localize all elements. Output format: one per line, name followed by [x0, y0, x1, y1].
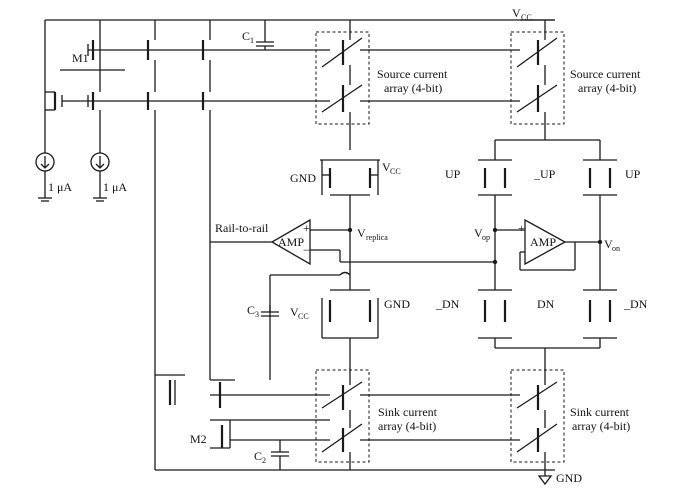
replica-lower-switch — [321, 289, 379, 375]
up-right-label: UP — [625, 167, 641, 181]
amp-left-plus: + — [303, 221, 310, 235]
m1-label: M1 — [72, 51, 89, 65]
vcc-lower-label: V — [290, 305, 299, 319]
capacitor-c2 — [271, 440, 289, 470]
c2-subscript: 2 — [262, 456, 266, 465]
gnd-rail-bottom — [155, 469, 555, 486]
bias-mirror-m2 — [155, 374, 520, 449]
source-array-right-box — [510, 31, 565, 125]
amp-right — [495, 218, 600, 271]
node-von — [597, 239, 603, 245]
bias-current-left: 1 μA — [48, 180, 72, 194]
source-array-left-line2: array (4-bit) — [384, 81, 442, 95]
source-array-left-transistors — [321, 20, 363, 150]
capacitor-c1 — [256, 20, 274, 50]
sink-array-right-transistors — [516, 375, 558, 470]
vreplica-label: V — [357, 226, 366, 240]
mirror-columns — [140, 20, 520, 470]
capacitor-c3 — [261, 305, 279, 317]
dn-bar-left-label: _DN — [435, 297, 460, 311]
dn-switches — [478, 289, 617, 375]
m2-label: M2 — [190, 432, 207, 446]
amp-right-plus: + — [518, 221, 525, 235]
sink-array-right-line2: array (4-bit) — [572, 419, 630, 433]
von-label: V — [604, 237, 613, 251]
up-switches — [478, 139, 617, 290]
vcc-top-subscript: CC — [521, 13, 532, 22]
source-array-left-box — [315, 31, 370, 125]
dn-mid-label: DN — [537, 297, 555, 311]
dn-bar-right-label: _DN — [623, 297, 648, 311]
source-array-left-line1: Source current — [377, 67, 448, 81]
vreplica-subscript: replica — [366, 233, 388, 242]
c2-label: C — [254, 449, 262, 463]
vcc-upper-subscript: CC — [390, 167, 401, 176]
vop-subscript: op — [482, 233, 490, 242]
c3-subscript: 3 — [255, 310, 259, 319]
vcc-upper-label: V — [382, 160, 391, 174]
vcc-lower-subscript: CC — [298, 312, 309, 321]
vop-label: V — [474, 226, 483, 240]
bias-current-right: 1 μA — [103, 180, 127, 194]
replica-upper-switch — [320, 159, 380, 290]
sink-array-left-line1: Sink current — [378, 405, 438, 419]
amp-left-minus: − — [303, 243, 310, 257]
c1-label: C — [242, 29, 250, 43]
bias-mirror-m1 — [44, 20, 140, 150]
sink-array-right-box — [510, 369, 565, 463]
gnd-upper-label: GND — [290, 171, 316, 185]
source-array-right-line1: Source current — [570, 67, 641, 81]
source-array-right-line2: array (4-bit) — [578, 81, 636, 95]
sink-array-right-line1: Sink current — [570, 405, 630, 419]
rail-to-rail-label: Rail-to-rail — [215, 221, 269, 235]
c3-label: C — [247, 303, 255, 317]
sink-array-left-box — [315, 369, 370, 463]
current-source-right — [90, 150, 110, 202]
sink-array-left-line2: array (4-bit) — [378, 419, 436, 433]
node-vreplica — [347, 227, 353, 233]
up-bar-label: _UP — [533, 167, 556, 181]
amp-left — [210, 218, 495, 380]
vcc-top-label: V — [512, 6, 521, 20]
c1-subscript: 1 — [250, 36, 254, 45]
amp-right-label: AMP — [530, 235, 556, 249]
current-source-left — [35, 150, 55, 202]
node-vop-feedback — [492, 259, 498, 265]
von-subscript: on — [612, 244, 620, 253]
source-array-right-transistors — [516, 20, 558, 140]
node-vop — [492, 227, 498, 233]
gnd-lower-label: GND — [384, 297, 410, 311]
amp-left-label: AMP — [278, 235, 304, 249]
up-left-label: UP — [445, 167, 461, 181]
sink-array-left-transistors — [321, 375, 363, 470]
gnd-bottom-label: GND — [556, 471, 582, 485]
